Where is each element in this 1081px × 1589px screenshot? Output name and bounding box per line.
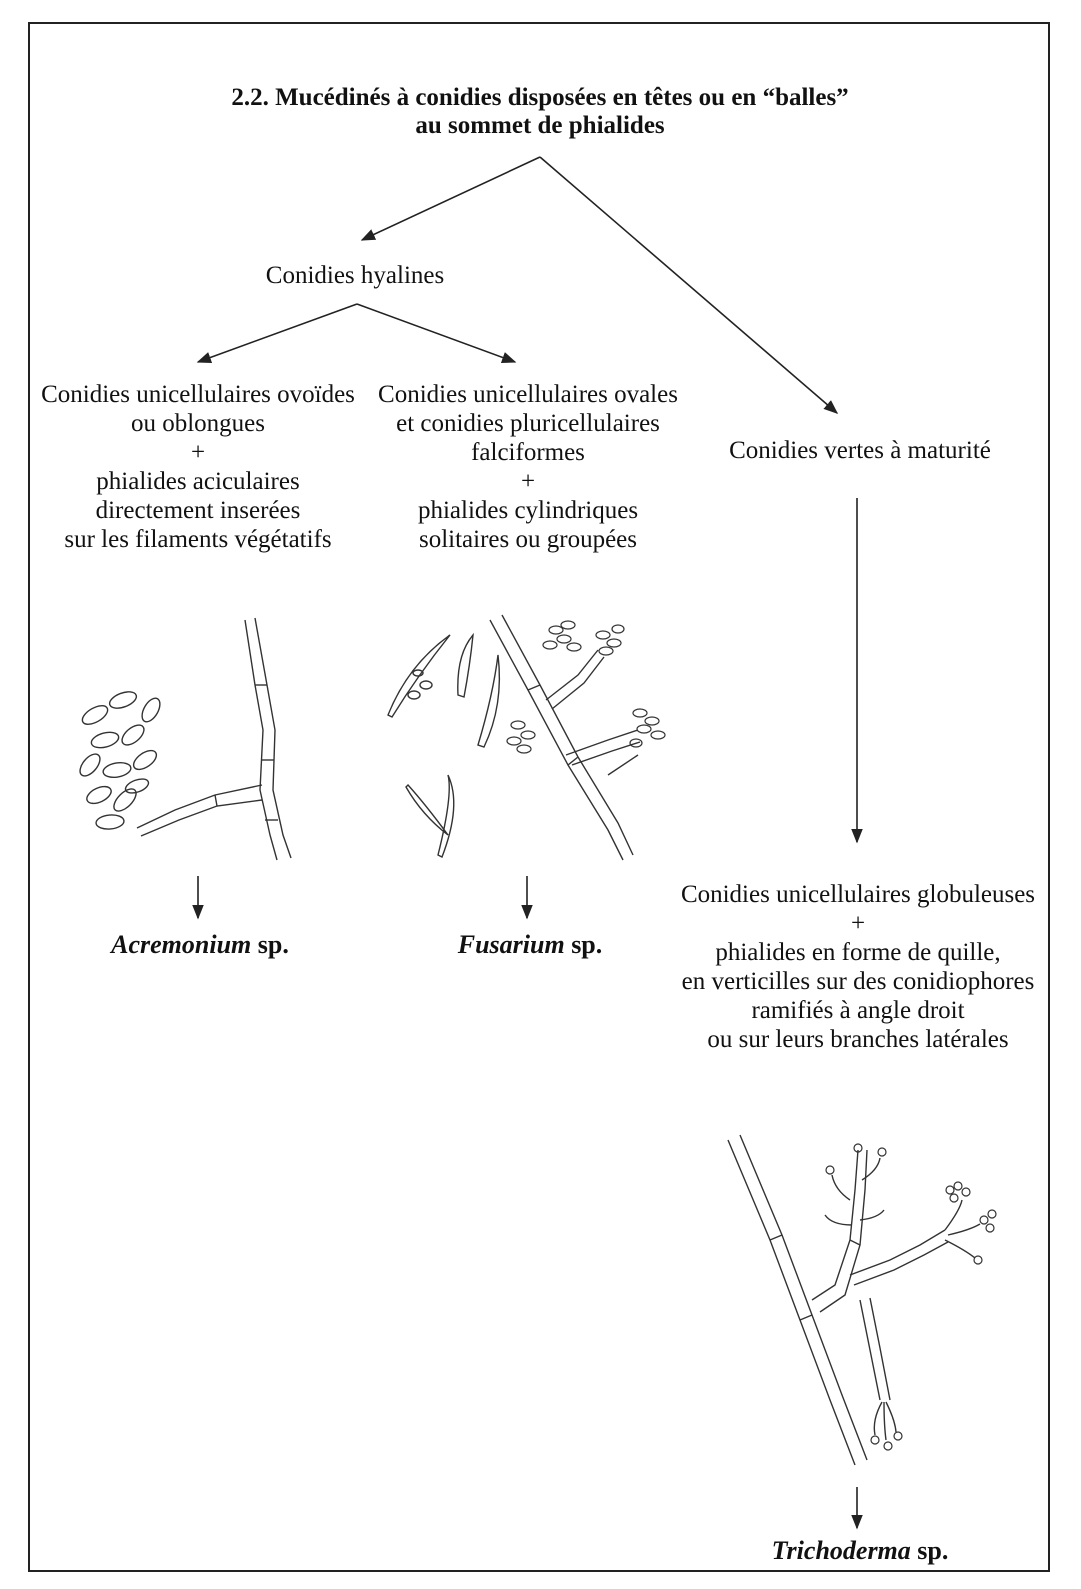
desc-line: phialides aciculaires <box>96 468 300 495</box>
desc-line: + <box>520 468 536 495</box>
node-conidies-vertes: Conidies vertes à maturité <box>729 437 991 464</box>
taxon-acremonium: Acremonium sp. <box>60 930 340 959</box>
desc-line: et conidies pluricellulaires <box>396 410 660 437</box>
desc-line: sur les filaments végétatifs <box>64 526 332 553</box>
node-acremonium-description: Conidies unicellulaires ovoïdes ou oblon… <box>33 380 363 554</box>
diagram-title: 2.2. Mucédinés à conidies disposées en t… <box>130 84 950 140</box>
desc-line: ou sur leurs branches latérales <box>707 1026 1009 1053</box>
desc-line: phialides cylindriques <box>417 497 639 524</box>
desc-line: phialides en forme de quille, <box>715 939 1001 966</box>
genus-name: Acremonium <box>111 930 252 959</box>
genus-name: Fusarium <box>457 930 565 959</box>
desc-line: Conidies unicellulaires globuleuses <box>680 881 1036 908</box>
desc-line: falciformes <box>471 439 585 466</box>
title-line-2: au sommet de phialides <box>415 112 665 139</box>
species-abbrev: sp. <box>251 930 289 959</box>
title-line-1: 2.2. Mucédinés à conidies disposées en t… <box>231 84 849 111</box>
desc-line: ramifiés à angle droit <box>751 997 965 1024</box>
acremonium-illustration <box>55 590 335 875</box>
desc-line: directement inserées <box>95 497 301 524</box>
desc-line: Conidies unicellulaires ovales <box>378 381 678 408</box>
trichoderma-illustration <box>700 1120 1020 1480</box>
node-fusarium-description: Conidies unicellulaires ovales et conidi… <box>368 380 688 554</box>
desc-line: ou oblongues <box>130 410 266 437</box>
desc-line: en verticilles sur des conidiophores <box>681 968 1035 995</box>
desc-line: Conidies unicellulaires ovoïdes <box>41 381 355 408</box>
taxon-trichoderma: Trichoderma sp. <box>720 1536 1000 1565</box>
fusarium-illustration <box>378 605 688 880</box>
desc-line: + <box>850 910 866 937</box>
taxon-fusarium: Fusarium sp. <box>400 930 660 959</box>
species-abbrev: sp. <box>564 930 603 959</box>
desc-line: + <box>190 439 206 466</box>
diagram-frame <box>28 22 1050 1572</box>
species-abbrev: sp. <box>910 1536 949 1565</box>
desc-line: solitaires ou groupées <box>418 526 637 553</box>
node-trichoderma-description: Conidies unicellulaires globuleuses + ph… <box>668 880 1048 1054</box>
node-conidies-hyalines: Conidies hyalines <box>265 262 445 289</box>
genus-name: Trichoderma <box>771 1536 911 1565</box>
